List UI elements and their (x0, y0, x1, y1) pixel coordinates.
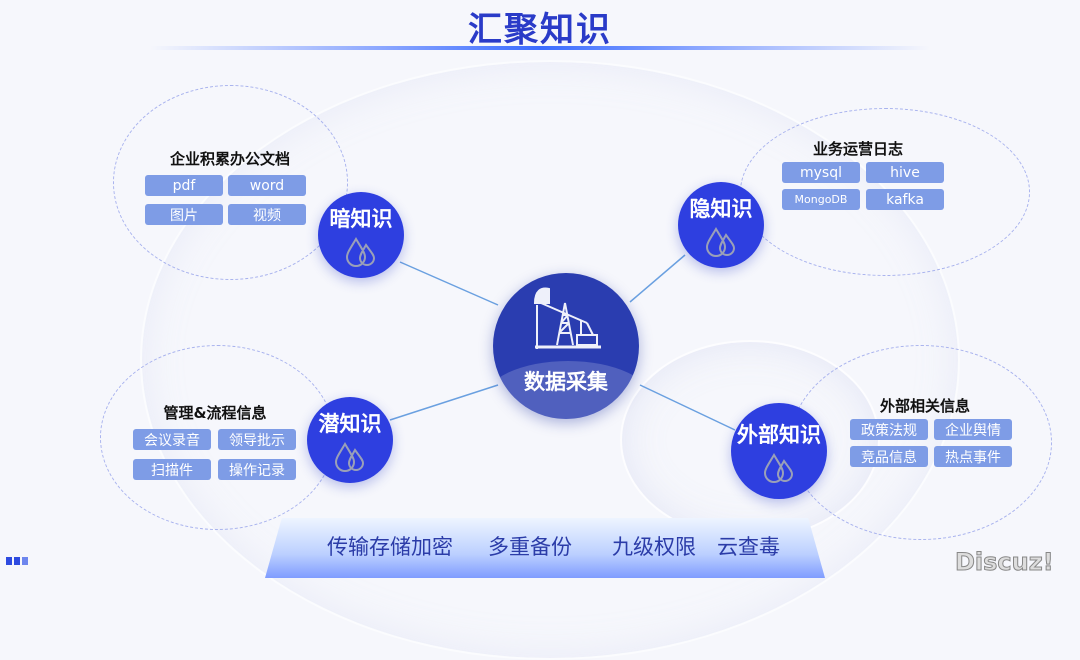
node-latent-knowledge: 潜知识 (307, 397, 393, 483)
tag: kafka (866, 189, 944, 210)
water-drops-icon (345, 237, 376, 267)
oil-pump-icon (533, 287, 601, 349)
group-title: 管理&流程信息 (163, 404, 267, 422)
hub-label: 数据采集 (524, 370, 608, 394)
node-label: 外部知识 (737, 423, 821, 447)
banner-item: 云查毒 (717, 535, 780, 559)
tag: word (228, 175, 306, 196)
discuz-watermark: Discuz! (955, 548, 1055, 577)
data-collection-hub: 数据采集 (493, 273, 639, 419)
tag: 操作记录 (218, 459, 296, 480)
tag: 视频 (228, 204, 306, 225)
tag: 热点事件 (934, 446, 1012, 467)
water-drops-icon (763, 453, 794, 483)
security-banner (265, 518, 825, 578)
tag: 领导批示 (218, 429, 296, 450)
tag: mysql (782, 162, 860, 183)
node-dark-knowledge: 暗知识 (318, 192, 404, 278)
connector-lines (389, 254, 736, 431)
node-hidden-knowledge: 隐知识 (678, 182, 764, 268)
tag: MongoDB (782, 189, 860, 210)
water-drops-icon (705, 227, 736, 257)
tag: 竞品信息 (850, 446, 928, 467)
tag: 政策法规 (850, 419, 928, 440)
group-circle-dark (113, 85, 348, 280)
node-label: 暗知识 (329, 207, 393, 231)
node-label: 潜知识 (318, 412, 382, 436)
tag: 扫描件 (133, 459, 211, 480)
water-drops-icon (334, 442, 365, 472)
tag: 会议录音 (133, 429, 211, 450)
page-title: 汇聚知识 (468, 10, 612, 50)
cloud-decoration (493, 361, 639, 419)
tag: 企业舆情 (934, 419, 1012, 440)
title-underline (150, 46, 930, 50)
slide-indicator (6, 557, 28, 565)
group-title: 外部相关信息 (879, 397, 971, 415)
banner-item: 多重备份 (488, 535, 572, 559)
banner-item: 传输存储加密 (327, 535, 453, 559)
group-title: 企业积累办公文档 (169, 150, 291, 168)
tag: hive (866, 162, 944, 183)
node-external-knowledge: 外部知识 (731, 403, 827, 499)
group-title: 业务运营日志 (812, 140, 904, 158)
tag: 图片 (145, 204, 223, 225)
node-label: 隐知识 (689, 197, 753, 221)
banner-item: 九级权限 (612, 535, 696, 559)
tag: pdf (145, 175, 223, 196)
